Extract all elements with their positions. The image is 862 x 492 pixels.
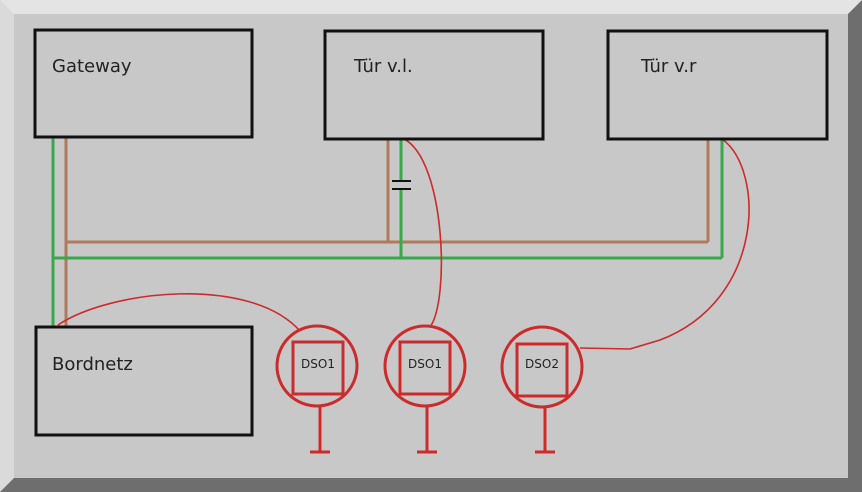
door-front-right-label: Tür v.r <box>640 56 697 77</box>
capacitor-icon <box>392 180 411 190</box>
gateway-label: Gateway <box>52 56 132 77</box>
bordnetz-label: Bordnetz <box>52 354 133 375</box>
probe-3-label: DSO2 <box>525 357 559 371</box>
brown-bus-lines <box>64 137 710 327</box>
door-front-left-box <box>323 29 545 141</box>
probe-wires <box>57 138 750 350</box>
door-front-left-label: Tür v.l. <box>353 56 413 77</box>
probe-2 <box>383 324 467 454</box>
probe-1-label: DSO1 <box>301 357 335 371</box>
gateway-box <box>33 28 254 139</box>
green-bus-lines <box>51 137 724 327</box>
probe-3 <box>500 325 584 454</box>
bordnetz-box <box>34 325 254 437</box>
probe-1 <box>275 324 359 454</box>
door-front-right-box <box>606 29 829 141</box>
probe-2-label: DSO1 <box>408 357 442 371</box>
